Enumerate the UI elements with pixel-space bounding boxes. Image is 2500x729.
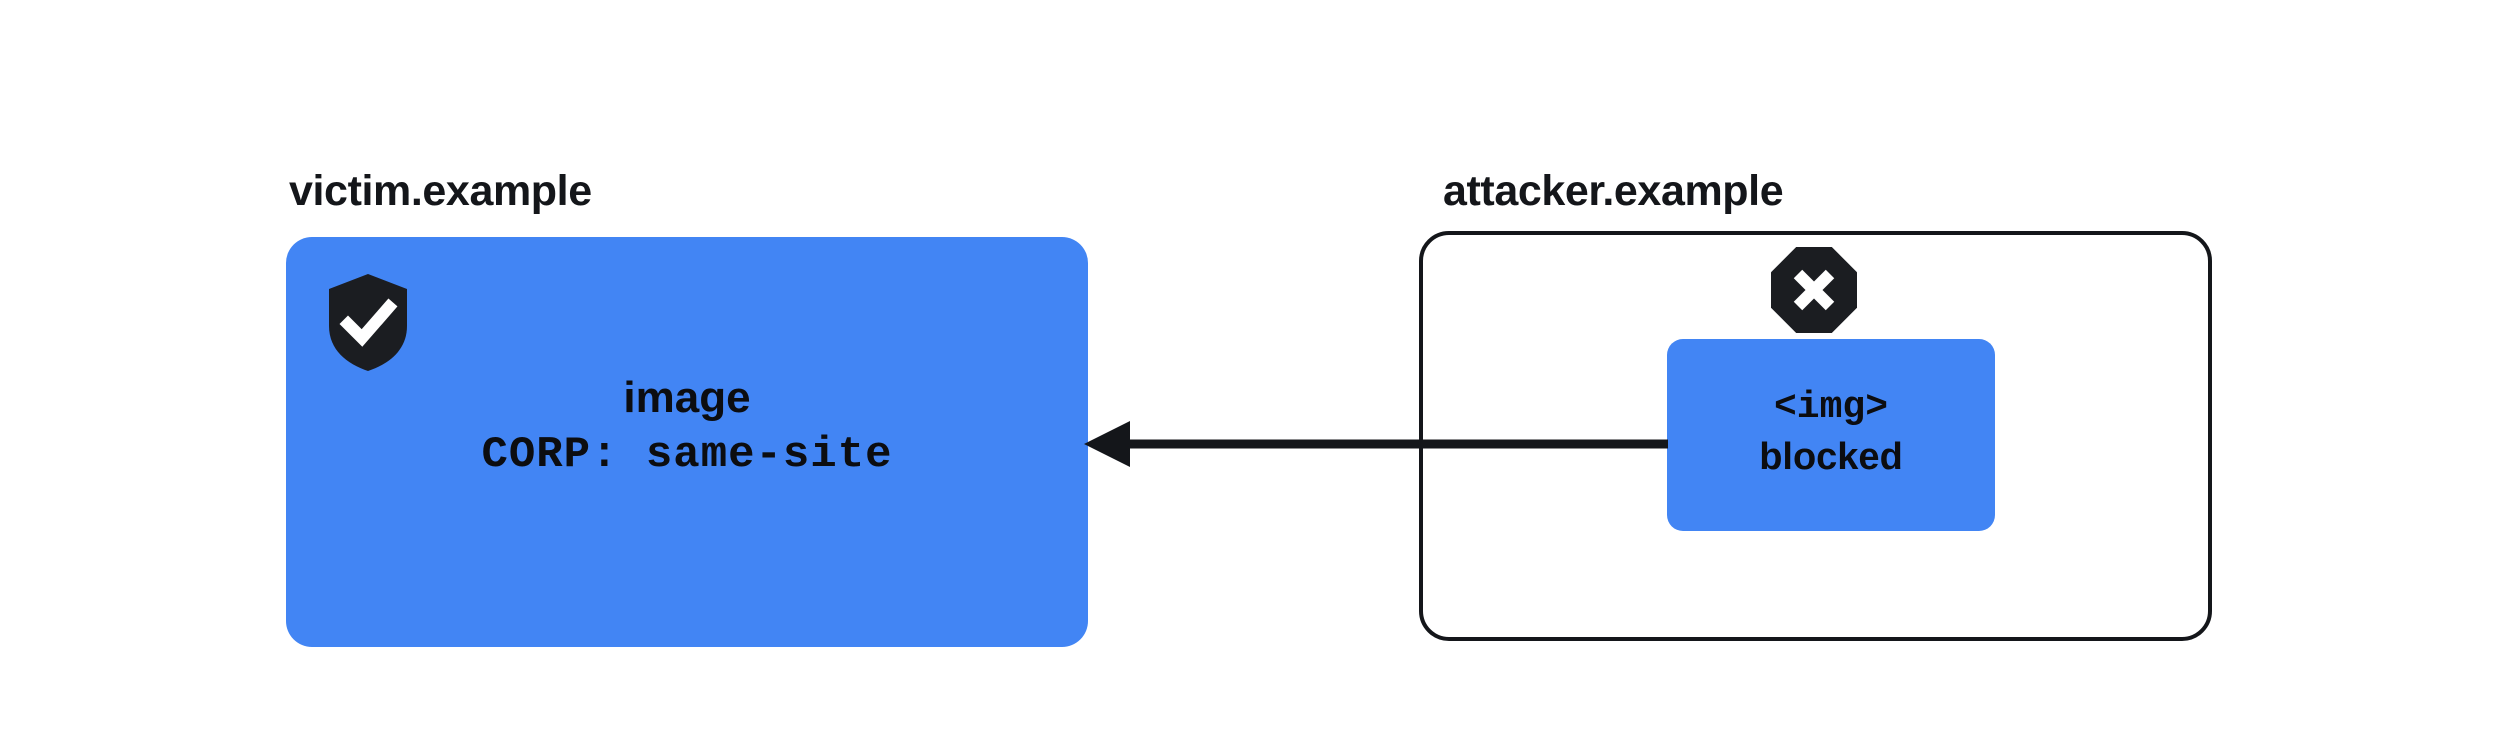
victim-resource-header: CORP: same-site — [481, 429, 893, 480]
shield-check-icon — [329, 274, 407, 371]
blocked-img-box — [1667, 339, 1995, 531]
blocked-request-arrow — [1080, 412, 1680, 476]
victim-resource-text: image CORP: same-site — [286, 372, 1088, 482]
blocked-img-status: blocked — [1759, 435, 1903, 478]
victim-origin-label: victim.example — [289, 167, 592, 215]
attacker-origin-label: attacker.example — [1443, 167, 1784, 215]
octagon-x-icon — [1771, 247, 1857, 333]
victim-resource-name: image — [623, 373, 751, 422]
blocked-img-tag: <img> — [1773, 386, 1889, 429]
blocked-img-text: <img> blocked — [1667, 386, 1995, 480]
victim-resource-box — [286, 237, 1088, 647]
